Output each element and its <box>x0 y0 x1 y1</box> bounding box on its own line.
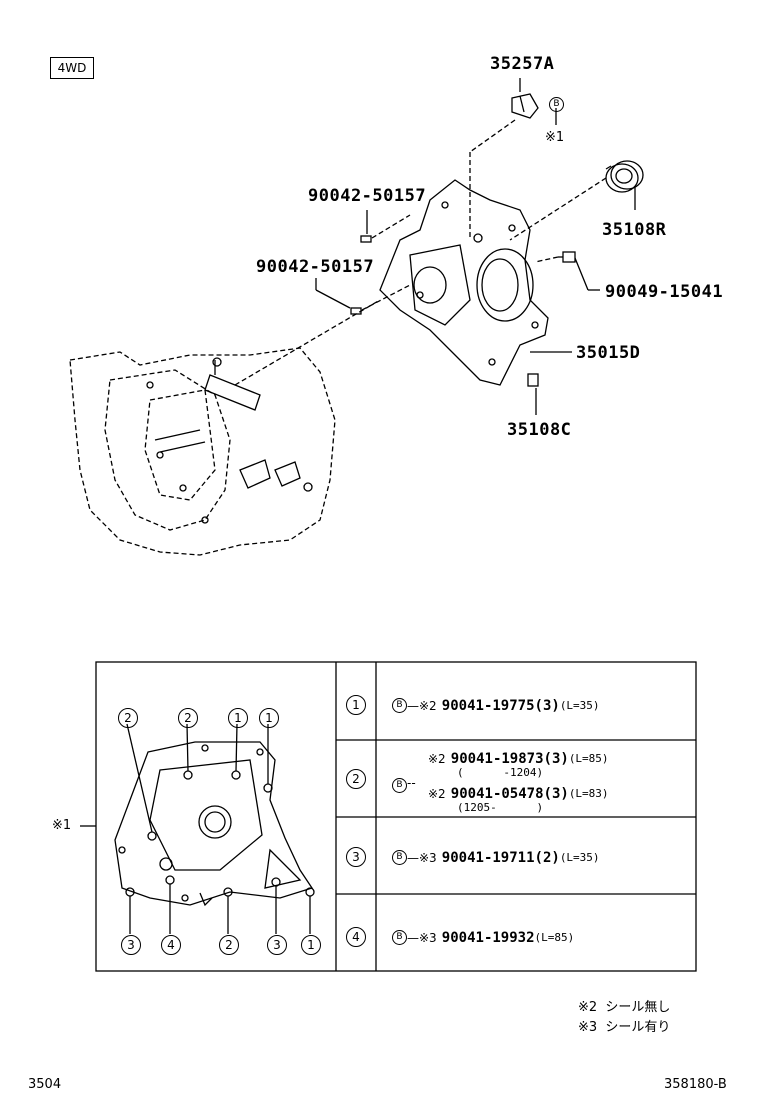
transmission-case-detail <box>146 357 313 524</box>
bolt-callout-1: 1 <box>301 934 321 955</box>
extension-housing-drawing <box>379 179 549 386</box>
bracket-drawing <box>511 93 539 119</box>
part-number-90042-upper[interactable]: 90042-50157 <box>308 186 427 206</box>
legend-note-2: ※2 シール無し <box>578 1000 671 1015</box>
bolt-length: (L=85) <box>534 931 575 944</box>
dash: — <box>407 930 419 945</box>
table-row[interactable]: ※2 90041-19873 (3) (L=85) <box>428 749 609 768</box>
serial-range: (1205- ) <box>457 801 544 814</box>
table-row-index: 2 <box>346 768 366 789</box>
bolt-part-number[interactable]: 90041-19775 <box>441 697 535 714</box>
mark-b-icon: B <box>392 850 407 865</box>
inset-housing-drawing <box>114 741 314 907</box>
leader-dashes <box>234 119 607 386</box>
oil-seal-drawing <box>605 160 644 193</box>
bolt-quantity: (3) <box>543 785 569 802</box>
dash: — <box>407 698 419 713</box>
table-row-index: 4 <box>346 926 366 947</box>
bolt-length: (L=35) <box>559 699 600 712</box>
drive-type-tag: 4WD <box>50 57 94 79</box>
mark-b-icon: B <box>549 91 564 112</box>
part-number-35015D[interactable]: 35015D <box>576 343 641 363</box>
part-number-90042-lower[interactable]: 90042-50157 <box>256 257 375 277</box>
bolt-part-number[interactable]: 90041-19932 <box>441 929 535 946</box>
bolt-callout-1: 1 <box>228 707 248 728</box>
bolt-quantity: (3) <box>543 750 569 767</box>
mark-b-icon: B-- <box>392 772 416 793</box>
note-mark: ※3 <box>419 930 437 945</box>
bolt-35108C-drawing <box>527 373 539 387</box>
table-row[interactable]: B — ※3 90041-19711 (2) (L=35) <box>392 848 600 867</box>
table-row-index: 3 <box>346 846 366 867</box>
bolt-part-number[interactable]: 90041-19711 <box>441 849 535 866</box>
footer-illustration-code: 358180-B <box>664 1077 727 1092</box>
bolt-length: (L=83) <box>568 787 609 800</box>
plug-drawing <box>558 251 576 263</box>
bolt-callout-3: 3 <box>267 934 287 955</box>
part-number-90049[interactable]: 90049-15041 <box>605 282 724 302</box>
inset-note-1: ※1 <box>52 818 72 833</box>
note-1-mark: ※1 <box>545 130 565 145</box>
leader-lines <box>315 78 636 415</box>
bolt-callout-4: 4 <box>161 934 181 955</box>
bolt-callout-2: 2 <box>178 707 198 728</box>
note-mark: ※2 <box>419 698 437 713</box>
note-mark: ※2 <box>428 751 446 766</box>
bolt-quantity: (2) <box>534 849 560 866</box>
table-row[interactable]: B — ※3 90041-19932 (L=85) <box>392 928 574 947</box>
bolt-length: (L=85) <box>568 752 609 765</box>
bolt-callout-3: 3 <box>121 934 141 955</box>
table-row-index: 1 <box>346 694 366 715</box>
inset-bolt-holes <box>118 744 315 902</box>
inset-leaders <box>126 723 311 934</box>
bolt-quantity: (3) <box>534 697 560 714</box>
bolt-callout-2: 2 <box>219 934 239 955</box>
legend-note-3: ※3 シール有り <box>578 1020 671 1035</box>
bolt-part-number[interactable]: 90041-19873 <box>450 750 544 767</box>
part-number-35108C[interactable]: 35108C <box>507 420 572 440</box>
transmission-case-drawing <box>69 347 336 556</box>
inset-frame <box>80 661 697 972</box>
table-row[interactable]: ※2 90041-05478 (3) (L=83) <box>428 784 609 803</box>
table-row[interactable]: B — ※2 90041-19775 (3) (L=35) <box>392 696 600 715</box>
part-number-35257A[interactable]: 35257A <box>490 54 555 74</box>
note-mark: ※3 <box>419 850 437 865</box>
bolt-callout-1: 1 <box>259 707 279 728</box>
note-mark: ※2 <box>428 786 446 801</box>
dash: — <box>407 850 419 865</box>
mark-b-icon: B <box>392 930 407 945</box>
bolt-callout-2: 2 <box>118 707 138 728</box>
bolt-part-number[interactable]: 90041-05478 <box>450 785 544 802</box>
part-number-35108R[interactable]: 35108R <box>602 220 667 240</box>
mark-b-icon: B <box>392 698 407 713</box>
bolt-length: (L=35) <box>559 851 600 864</box>
footer-page-code: 3504 <box>28 1077 62 1092</box>
serial-range: ( -1204) <box>457 766 544 779</box>
